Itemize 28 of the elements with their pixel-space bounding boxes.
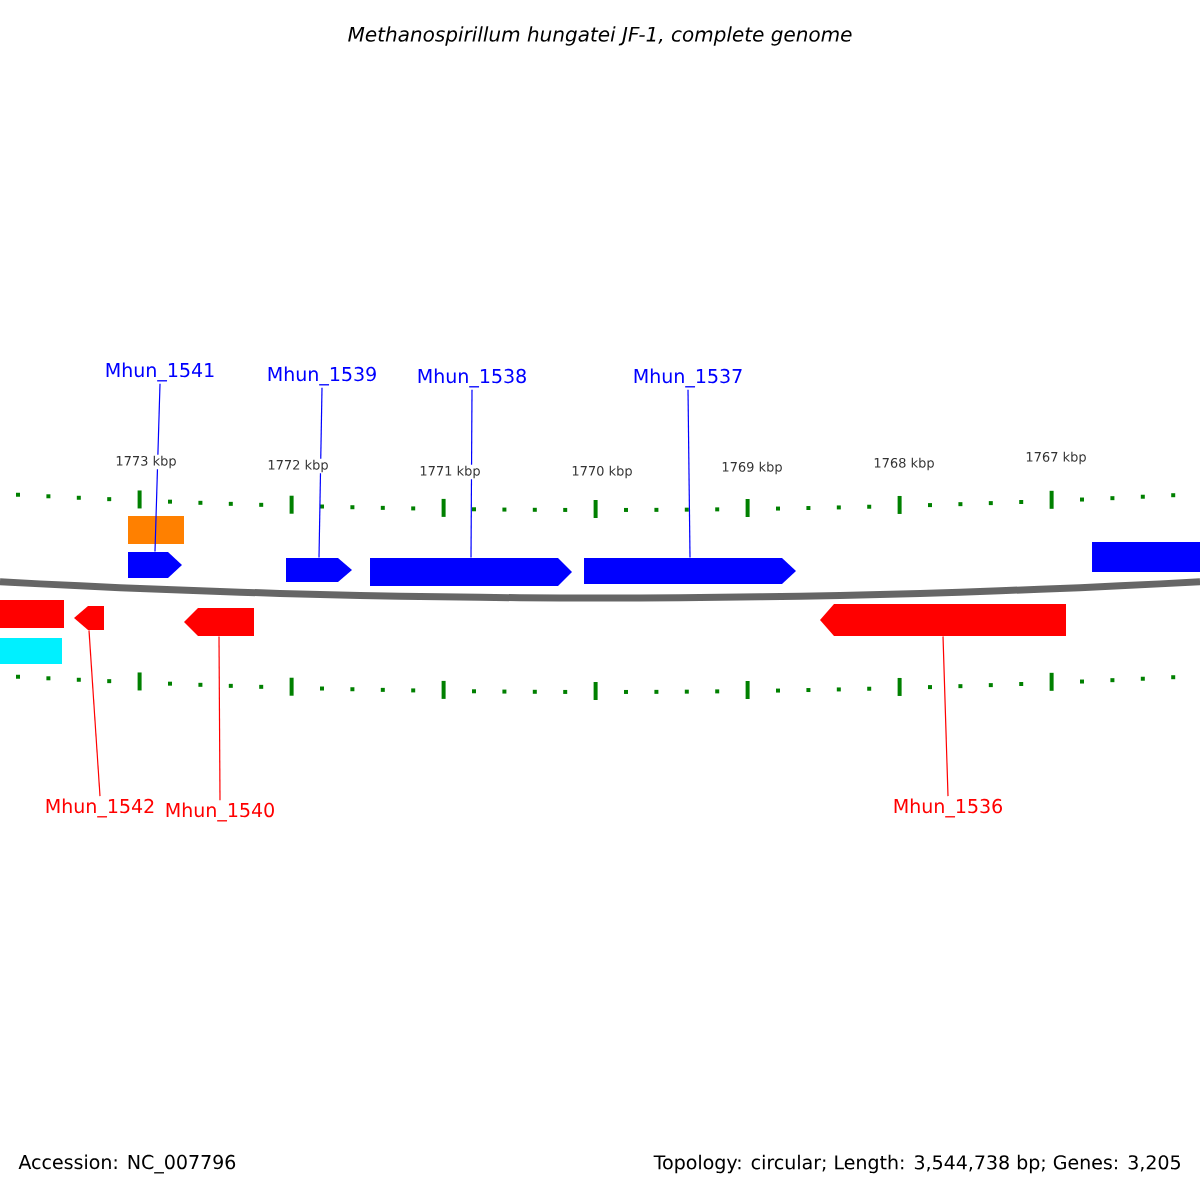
gene-label: Mhun_1541 [106,362,214,382]
gene-block [74,606,104,630]
leader-line [470,389,473,559]
gene-block [0,638,62,664]
gene-block [184,608,254,636]
leader-line [218,635,221,801]
gene-label: Mhun_1539 [268,366,376,386]
genome-info-text: Topology: circular; Length: 3,544,738 bp; Genes: 3,205 [653,1154,1180,1174]
gene-label: Mhun_1538 [418,368,526,388]
leader-line [942,635,949,797]
gene-block [1092,542,1200,572]
accession-text: Accession: NC_007796 [18,1154,236,1174]
gene-label: Mhun_1542 [46,798,154,818]
gene-label: Mhun_1536 [894,798,1002,818]
gene-block [128,516,184,544]
gene-label: Mhun_1537 [634,368,742,388]
leader-line [687,389,691,559]
gene-block [286,558,352,582]
gene-block [0,600,64,628]
gene-block [820,604,1066,636]
leader-line [88,629,101,797]
leader-line [154,383,161,553]
gene-block [370,558,572,586]
leader-line [318,387,323,559]
gene-label: Mhun_1540 [166,802,274,822]
gene-block [584,558,796,584]
gene-block [128,552,182,578]
title: Methanospirillum hungatei JF-1, complete genome [348,26,852,46]
